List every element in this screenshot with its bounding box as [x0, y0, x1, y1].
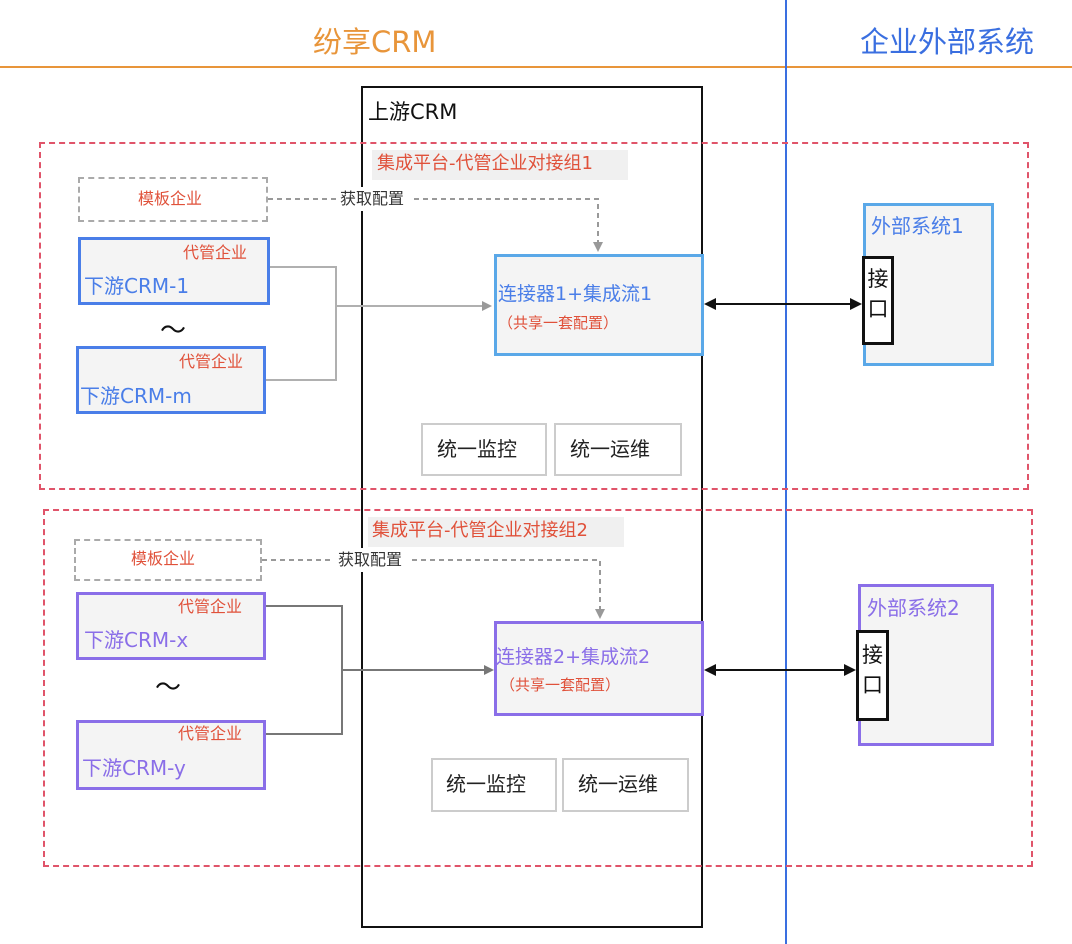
group-1-frame [39, 142, 1029, 490]
downstream-crm-box-2a [76, 592, 266, 660]
upstream-crm-label: 上游CRM [368, 100, 458, 124]
connector-sub-2: （共享一套配置） [500, 676, 621, 694]
unified-monitor-box-2 [431, 758, 557, 812]
connector-sub-1: （共享一套配置） [498, 314, 619, 332]
unified-ops-label-1: 统一运维 [570, 437, 650, 461]
unified-monitor-label-2: 统一监控 [446, 772, 526, 796]
header-divider [0, 66, 1072, 68]
interface-label-1: 接口 [867, 267, 889, 322]
fetch-config-line-2 [262, 559, 600, 617]
unified-ops-label-2: 统一运维 [578, 772, 658, 796]
downstream-crm-name-1b: 下游CRM-m [80, 384, 192, 408]
downstream-crm-name-2a: 下游CRM-x [84, 628, 189, 652]
header-title-right: 企业外部系统 [860, 25, 1035, 59]
header-title-left: 纷享CRM [313, 25, 437, 59]
group-1-title-bg [372, 150, 628, 180]
system-boundary-line [785, 0, 787, 944]
template-enterprise-box-2 [74, 539, 262, 581]
downstream-crm-box-2b [76, 720, 266, 790]
fetch-config-label-1: 获取配置 [340, 189, 405, 208]
downstream-crm-box-1b [76, 346, 266, 414]
managed-tag-1a: 代管企业 [183, 243, 248, 262]
downstream-crm-name-2b: 下游CRM-y [82, 756, 186, 780]
external-system-title-2: 外部系统2 [867, 596, 960, 620]
connector-title-2: 连接器2+集成流2 [496, 646, 651, 668]
managed-tag-1b: 代管企业 [179, 352, 244, 371]
fetch-config-label-bg-1 [338, 187, 414, 211]
group-1-title: 集成平台-代管企业对接组1 [377, 153, 593, 174]
tilde-2: ～ [155, 673, 182, 703]
unified-ops-box-1 [554, 423, 682, 476]
connector-box-1 [494, 254, 704, 356]
interface-box-2 [856, 630, 889, 721]
downstream-link-2a [266, 605, 343, 670]
unified-monitor-label-1: 统一监控 [437, 437, 517, 461]
downstream-crm-name-1a: 下游CRM-1 [84, 274, 190, 298]
interface-box-1 [862, 256, 894, 345]
managed-tag-2a: 代管企业 [178, 597, 243, 616]
fetch-config-label-2: 获取配置 [338, 550, 403, 569]
template-enterprise-label-1: 模板企业 [138, 189, 203, 208]
unified-monitor-box-1 [421, 423, 547, 476]
unified-ops-box-2 [562, 758, 689, 812]
downstream-crm-box-1a [78, 237, 270, 305]
downstream-link-1b [266, 306, 337, 381]
fetch-config-line-1 [268, 198, 598, 250]
template-enterprise-label-2: 模板企业 [131, 549, 196, 568]
group-2-frame [43, 509, 1033, 867]
external-system-title-1: 外部系统1 [871, 214, 964, 238]
group-2-title-bg [368, 517, 624, 547]
downstream-link-2b [266, 670, 343, 735]
fetch-config-label-bg-2 [333, 548, 411, 572]
tilde-1: ～ [160, 316, 187, 346]
connector-title-1: 连接器1+集成流1 [498, 283, 653, 305]
downstream-link-1a [270, 266, 337, 306]
interface-label-2: 接口 [862, 643, 883, 698]
upstream-crm-box [361, 86, 703, 928]
group-2-title: 集成平台-代管企业对接组2 [372, 520, 588, 541]
managed-tag-2b: 代管企业 [178, 724, 243, 743]
template-enterprise-box-1 [78, 177, 268, 222]
connector-box-2 [494, 621, 704, 716]
